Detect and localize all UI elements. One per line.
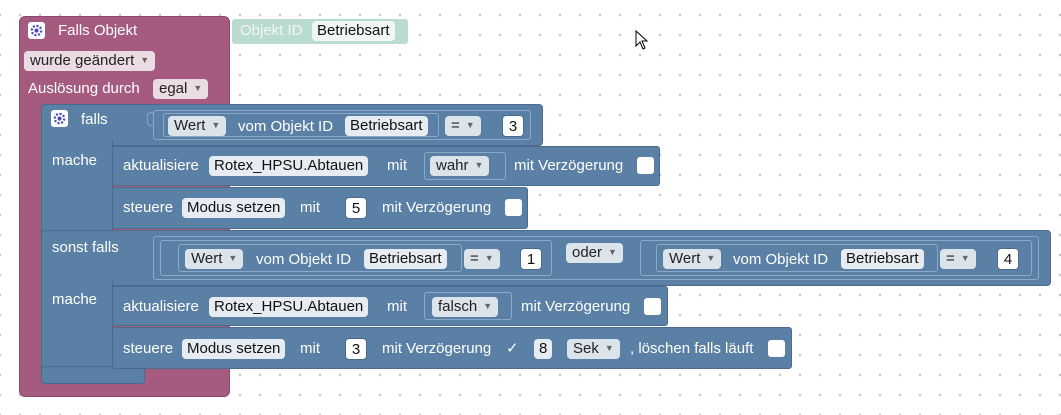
chevron-down-icon: ▼	[211, 120, 221, 130]
object-id-field[interactable]: Betriebsart	[312, 21, 395, 41]
update-block-1[interactable]	[112, 146, 660, 186]
chevron-down-icon: ▼	[483, 301, 493, 311]
value-dropdown-1[interactable]: Wert ▼	[168, 116, 227, 136]
unit-dropdown[interactable]: Sek ▼	[567, 339, 620, 359]
input-notch	[147, 112, 154, 126]
chevron-down-icon: ▼	[484, 253, 494, 263]
number-input-2b[interactable]: 4	[997, 248, 1019, 270]
trigger-value: wurde geändert	[30, 52, 135, 69]
control-target-2[interactable]: Modus setzen	[182, 339, 286, 359]
update-label-1: aktualisiere	[123, 157, 199, 174]
event-title: Falls Objekt	[58, 22, 138, 39]
if-block-spine-2	[41, 280, 113, 370]
delay-label-3: mit Verzögerung	[521, 298, 631, 315]
trigger-by-label: Auslösung durch	[28, 80, 140, 97]
of-object-label-1: vom Objekt ID	[238, 118, 334, 135]
chevron-down-icon: ▼	[193, 83, 203, 93]
if-label: falls	[81, 111, 108, 128]
trigger-dropdown[interactable]: wurde geändert ▼	[24, 51, 156, 71]
bool-value: wahr	[436, 157, 469, 174]
delay-label-4: mit Verzögerung	[382, 340, 492, 357]
with-label-2: mit	[300, 199, 320, 216]
delay-checkbox-2[interactable]	[505, 199, 522, 216]
number-input-2a[interactable]: 1	[520, 248, 542, 270]
gear-icon[interactable]	[51, 110, 68, 127]
update-block-2[interactable]	[112, 286, 668, 326]
update-target-1[interactable]: Rotex_HPSU.Abtauen	[209, 156, 369, 176]
if-block-spine-1	[41, 140, 113, 235]
do-label-2: mache	[52, 291, 98, 308]
of-object-label-2b: vom Objekt ID	[733, 251, 829, 268]
delay-checkbox-3[interactable]	[644, 298, 661, 315]
object-field-2a[interactable]: Betriebsart	[364, 249, 447, 269]
clear-checkbox[interactable]	[768, 340, 785, 357]
unit-text: Sek	[573, 340, 599, 357]
value-dropdown-text: Wert	[669, 250, 701, 267]
if-block-bottom	[41, 366, 145, 384]
object-id-label: Objekt ID	[240, 22, 303, 39]
number-input-control-2[interactable]: 3	[345, 338, 367, 360]
bool-dropdown-1[interactable]: wahr ▼	[430, 156, 490, 176]
delay-checkbox-1[interactable]	[637, 157, 654, 174]
trigger-by-dropdown[interactable]: egal ▼	[153, 79, 209, 99]
with-label-4: mit	[300, 340, 320, 357]
object-field-1[interactable]: Betriebsart	[345, 116, 428, 136]
logic-op-text: oder	[572, 244, 603, 261]
chevron-down-icon: ▼	[604, 343, 614, 353]
operator-text: =	[470, 250, 479, 267]
clear-label: , löschen falls läuft	[630, 340, 754, 357]
number-input-control-1[interactable]: 5	[345, 197, 367, 219]
operator-text: =	[946, 250, 955, 267]
control-label-2: steuere	[123, 340, 174, 357]
chevron-down-icon: ▼	[140, 55, 150, 65]
do-label-1: mache	[52, 152, 98, 169]
update-target-2[interactable]: Rotex_HPSU.Abtauen	[209, 297, 369, 317]
operator-dropdown-2b[interactable]: =▼	[940, 249, 976, 269]
operator-text: =	[451, 117, 460, 134]
delay-label-2: mit Verzögerung	[382, 199, 492, 216]
chevron-down-icon: ▼	[228, 253, 238, 263]
chevron-down-icon: ▼	[465, 120, 475, 130]
delay-label-1: mit Verzögerung	[514, 157, 624, 174]
chevron-down-icon: ▼	[960, 253, 970, 263]
control-block-1[interactable]	[112, 187, 528, 229]
control-target-1[interactable]: Modus setzen	[182, 198, 286, 218]
bool-value: falsch	[438, 298, 478, 315]
trigger-by-value: egal	[159, 80, 188, 97]
delay-checkmark[interactable]: ✓	[506, 340, 519, 357]
mouse-cursor-icon	[635, 30, 649, 50]
operator-dropdown-2a[interactable]: =▼	[464, 249, 500, 269]
object-field-2b[interactable]: Betriebsart	[841, 249, 924, 269]
value-dropdown-text: Wert	[174, 117, 206, 134]
with-label-3: mit	[387, 298, 407, 315]
logic-op-dropdown[interactable]: oder ▼	[566, 243, 623, 263]
operator-dropdown-1[interactable]: =▼	[445, 116, 481, 136]
bool-dropdown-2[interactable]: falsch ▼	[432, 297, 499, 317]
control-label-1: steuere	[123, 199, 174, 216]
with-label-1: mit	[387, 157, 407, 174]
chevron-down-icon: ▼	[706, 253, 716, 263]
value-dropdown-2a[interactable]: Wert ▼	[185, 249, 244, 269]
elseif-label: sonst falls	[52, 239, 119, 256]
number-input-1[interactable]: 3	[502, 115, 524, 137]
chevron-down-icon: ▼	[474, 160, 484, 170]
update-label-2: aktualisiere	[123, 298, 199, 315]
value-dropdown-text: Wert	[191, 250, 223, 267]
gear-icon[interactable]	[28, 22, 45, 39]
chevron-down-icon: ▼	[608, 247, 617, 257]
delay-value-field[interactable]: 8	[534, 339, 553, 359]
of-object-label-2a: vom Objekt ID	[256, 251, 352, 268]
value-dropdown-2b[interactable]: Wert ▼	[663, 249, 722, 269]
